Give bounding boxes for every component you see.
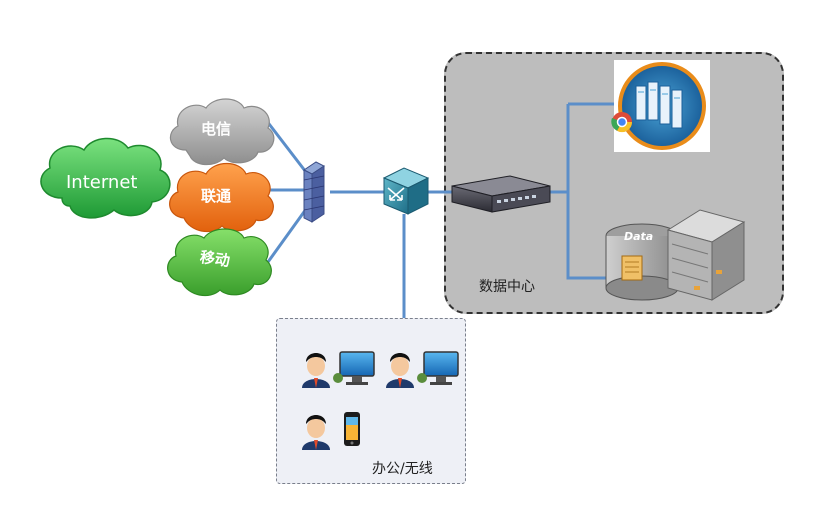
- unicom-cloud: [169, 162, 274, 233]
- internet-label: Internet: [66, 172, 138, 193]
- mobile-cloud: [167, 228, 272, 297]
- user-icon: [302, 415, 330, 450]
- smartphone-icon: [344, 412, 360, 446]
- firewall-icon: [303, 161, 325, 223]
- office-wireless-label: 办公/无线: [372, 461, 433, 477]
- router-appliance-icon: [451, 175, 551, 213]
- mobile-label: 移动: [198, 247, 232, 270]
- user-icon: [386, 353, 414, 388]
- browser-logo-icon: [611, 112, 633, 133]
- datacenter-label: 数据中心: [479, 279, 535, 295]
- switch-icon: [382, 167, 430, 215]
- network-links: [264, 102, 614, 318]
- desktop-computer-icon: [333, 351, 375, 385]
- database-label: Data: [624, 230, 653, 243]
- internet-cloud: [40, 137, 171, 219]
- telecom-label: 电信: [201, 120, 232, 138]
- desktop-computer-icon: [417, 351, 459, 385]
- user-icon: [302, 353, 330, 388]
- storage-server-icon: [666, 209, 746, 301]
- unicom-label: 联通: [201, 187, 232, 205]
- telecom-cloud: [169, 98, 275, 166]
- database-icon: [605, 223, 679, 301]
- office-wireless-zone: [276, 318, 466, 484]
- web-server-cluster-icon: [614, 60, 710, 152]
